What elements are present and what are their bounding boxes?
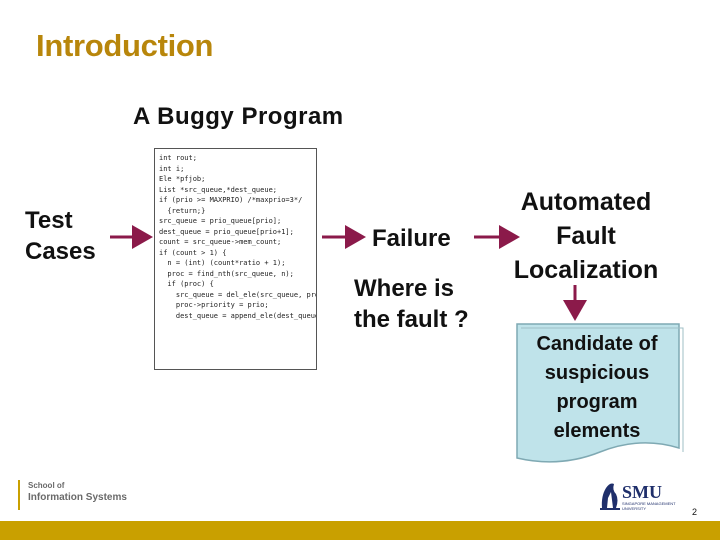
slide-subtitle: A Buggy Program bbox=[133, 103, 344, 130]
slide-title: Introduction bbox=[36, 28, 214, 63]
smu-crest-icon bbox=[600, 483, 620, 510]
code-line: dest_queue = prio_queue[prio+1]; bbox=[159, 227, 294, 236]
buggy-program-code: int rout; int i; Ele *pfjob; List *src_queu… bbox=[154, 148, 317, 370]
code-line: int i; bbox=[159, 164, 185, 173]
code-line: dest_queue = append_ele(dest_queue, proc… bbox=[175, 311, 317, 320]
where-line-2: the fault ? bbox=[354, 306, 469, 333]
test-cases-label: Test Cases bbox=[25, 205, 96, 267]
code-line: {return;} bbox=[159, 206, 206, 215]
afl-line-2: Fault bbox=[556, 222, 616, 250]
code-line: Ele *pfjob; bbox=[159, 175, 206, 183]
test-cases-line-1: Test bbox=[25, 207, 73, 234]
afl-line-3: Localization bbox=[513, 256, 659, 284]
code-line: proc = find_nth(src_queue, n); bbox=[159, 269, 294, 278]
candidate-document-text: Candidate of suspicious program elements bbox=[516, 330, 678, 446]
afl-line-1: Automated bbox=[520, 188, 652, 216]
automated-fault-localization-label: Automated Fault Localization bbox=[500, 185, 672, 287]
school-line-2: Information Systems bbox=[28, 492, 127, 503]
code-line: proc->priority = prio; bbox=[159, 301, 269, 309]
candidate-line-2: suspicious bbox=[544, 362, 650, 384]
where-line-1: Where is bbox=[354, 275, 455, 302]
failure-label: Failure bbox=[372, 225, 451, 252]
code-line: List *src_queue,*dest_queue; bbox=[159, 185, 278, 194]
code-line: if (count > 1) { bbox=[159, 248, 227, 257]
code-line: src_queue = prio_queue[prio]; bbox=[159, 217, 282, 225]
code-line: src_queue = del_ele(src_queue, proc); bbox=[159, 290, 317, 299]
school-line-1: School of bbox=[28, 481, 65, 490]
where-is-the-fault-label: Where is the fault ? bbox=[354, 273, 469, 335]
smu-wordmark: SMU bbox=[622, 482, 662, 502]
code-line: n = (int) (count*ratio + 1); bbox=[159, 259, 286, 267]
candidate-line-3: program bbox=[556, 391, 638, 413]
footer-bar bbox=[0, 521, 720, 540]
smu-subtitle: SINGAPORE MANAGEMENT UNIVERSITY bbox=[622, 501, 676, 511]
code-line: if (prio >= MAXPRIO) /*maxprio=3*/ bbox=[159, 196, 303, 204]
school-logo: School of Information Systems bbox=[18, 480, 127, 510]
code-line: int rout; bbox=[159, 154, 197, 162]
candidate-line-4: elements bbox=[553, 420, 641, 442]
code-line: if (proc) { bbox=[159, 280, 214, 288]
test-cases-line-2: Cases bbox=[25, 238, 96, 265]
candidate-line-1: Candidate of bbox=[536, 333, 658, 355]
page-number: 2 bbox=[692, 507, 698, 517]
code-line: count = src_queue->mem_count; bbox=[159, 238, 282, 246]
